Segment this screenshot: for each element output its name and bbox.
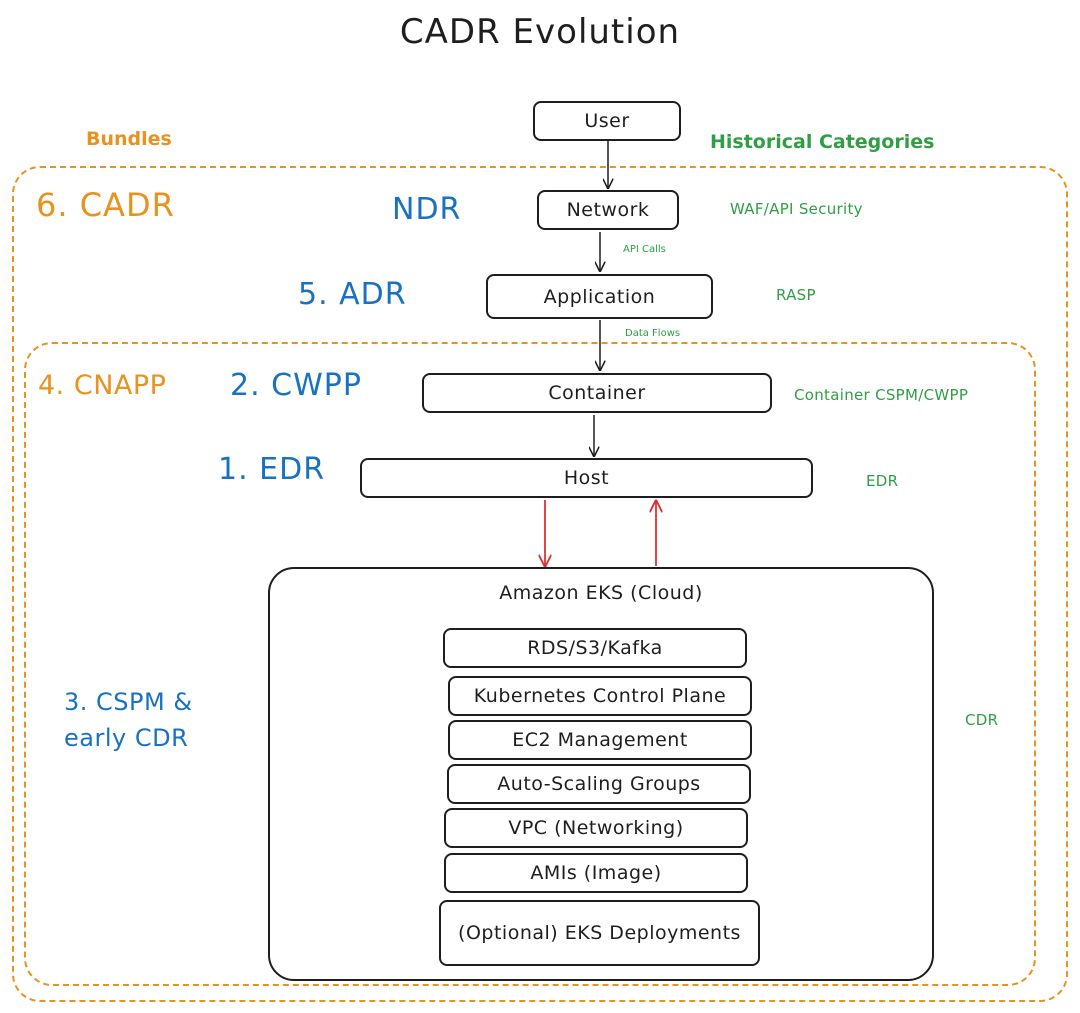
cloud-layer: VPC (Networking) [444,808,748,848]
bundles-header: Bundles [86,128,172,150]
evolution-label-ndr: NDR [392,192,462,227]
cloud-title: Amazon EKS (Cloud) [499,582,703,604]
node-network: Network [537,190,679,230]
bundle-label-cnapp: 4. CNAPP [38,370,167,401]
cnapp-bundle-zone [24,342,1036,986]
node-application: Application [486,274,713,319]
cloud-layer: EC2 Management [448,720,752,760]
node-container: Container [422,373,772,413]
category-label-waf: WAF/API Security [730,200,863,218]
cadr-bundle-zone [12,166,1068,1002]
category-label-edr: EDR [866,472,899,490]
evolution-label-adr: 5. ADR [298,277,407,312]
cloud-layer: Auto-Scaling Groups [447,764,751,804]
evolution-label-cspm: 3. CSPM & early CDR [64,688,193,752]
category-label-rasp: RASP [776,286,816,304]
node-user: User [533,101,681,141]
diagram-title: CADR Evolution [399,12,681,52]
evolution-label-cwpp: 2. CWPP [230,368,362,403]
edge-label-api-calls: API Calls [623,244,666,255]
cloud-layer: (Optional) EKS Deployments [439,900,760,966]
category-label-cdr: CDR [965,711,999,729]
cloud-layer: AMIs (Image) [444,853,748,893]
cloud-layer: RDS/S3/Kafka [443,628,747,668]
edge-label-data-flows: Data Flows [625,328,681,339]
node-host: Host [360,458,813,498]
historical-categories-header: Historical Categories [710,131,935,153]
bundle-label-cadr: 6. CADR [36,186,175,224]
evolution-label-edr: 1. EDR [218,452,326,487]
cloud-layer: Kubernetes Control Plane [448,676,752,716]
category-label-container: Container CSPM/CWPP [794,386,969,404]
